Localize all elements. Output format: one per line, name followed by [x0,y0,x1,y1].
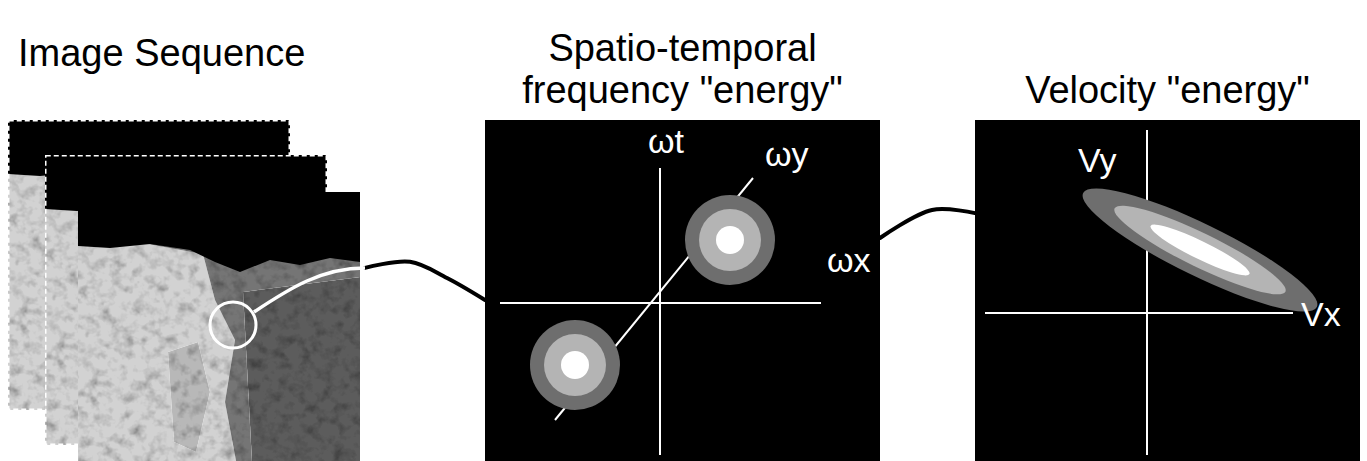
energy-blob [530,320,620,410]
axis-label: ωx [827,242,871,279]
panel-title: Velocity "energy" [975,70,1360,112]
axis-line [659,168,661,455]
frequency-panel: Spatio-temporal frequency "energy"ωtωyωx [485,120,880,461]
blob-core [561,351,589,379]
velocity-panel: Velocity "energy"VyVx [975,120,1360,461]
axis-label: ωy [765,136,809,173]
blob-ring [699,209,761,271]
ellipse-ring [1072,170,1328,331]
connector-curve [365,262,485,301]
region-circle [210,302,256,348]
image-frame-content [78,192,360,461]
frequency-plot [485,120,880,461]
energy-blob [685,195,775,285]
energy-ellipse [1072,170,1328,331]
image-frame [78,192,360,461]
connector-curve [880,209,975,238]
blob-core [716,226,744,254]
velocity-plot [975,120,1360,461]
axis-label: Vy [1078,142,1116,179]
axis-label: ωt [648,123,684,160]
axis-label: Vx [1301,296,1341,333]
panel-title: Image Sequence [18,33,305,75]
axis-line [500,302,821,304]
axis-line [985,312,1293,314]
blob-ring [530,320,620,410]
panel-title: Spatio-temporal frequency "energy" [485,28,880,112]
axis-line [1146,130,1148,455]
blob-ring [685,195,775,285]
image-sequence-panel: Image Sequence [0,0,365,461]
ellipse-core [1147,218,1254,282]
region-leader [254,268,365,312]
ellipse-ring [1107,193,1293,307]
blob-ring [544,334,606,396]
